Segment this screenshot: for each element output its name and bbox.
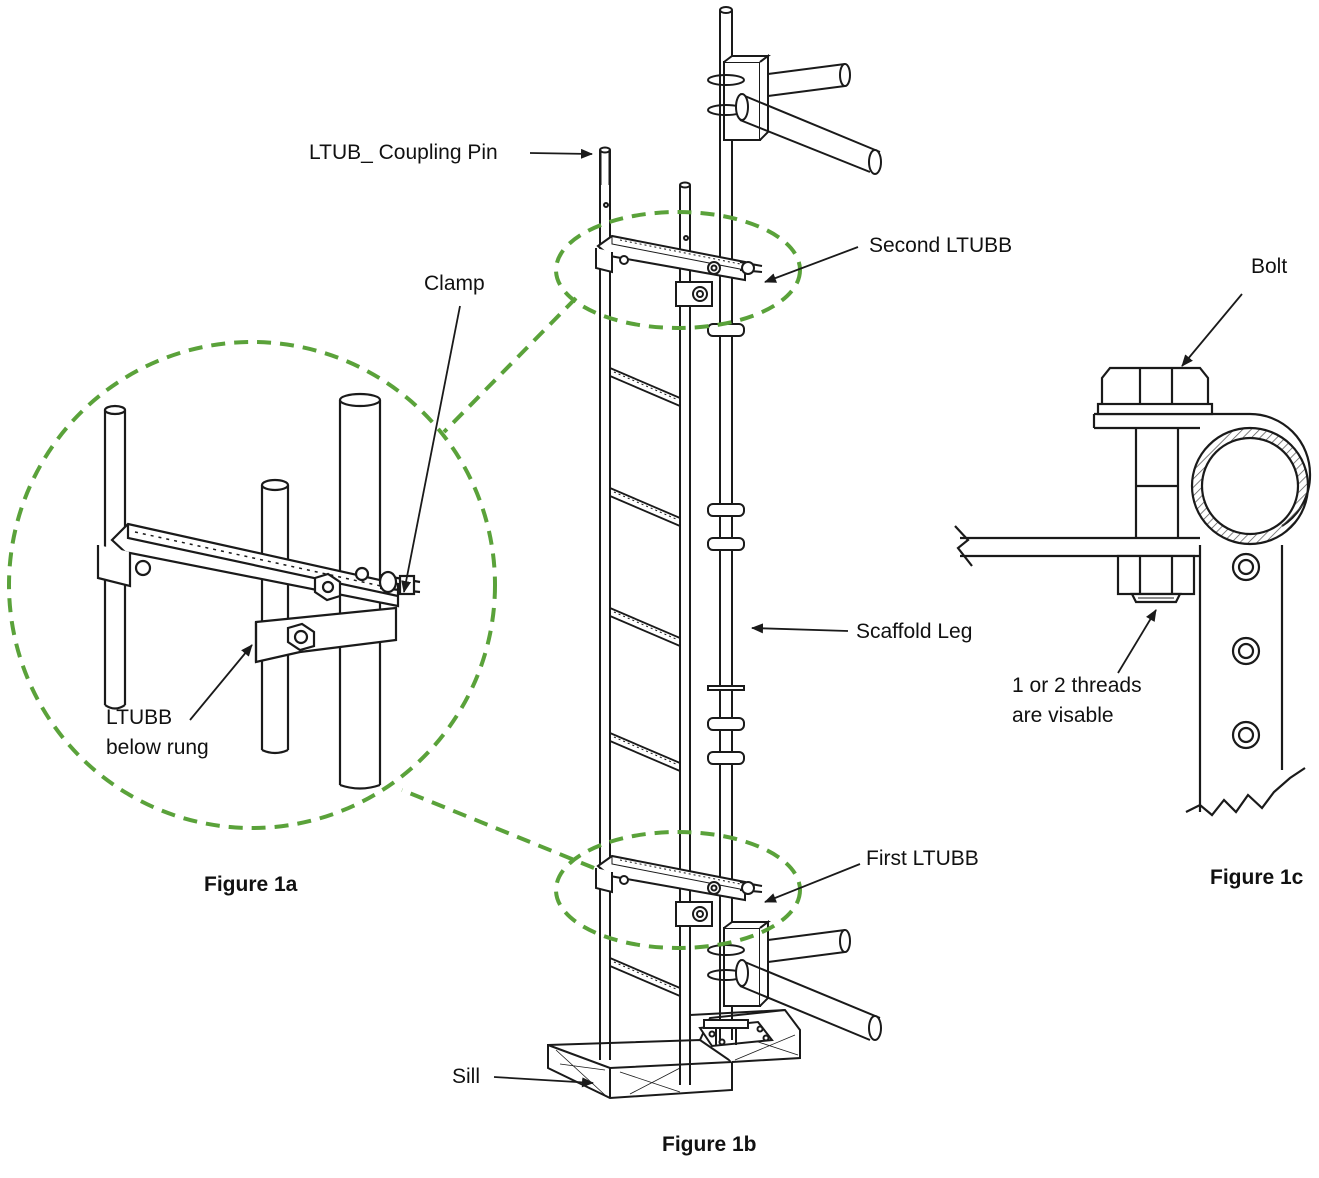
first-ltubb-bracket [595, 854, 763, 927]
caption-figure-1b: Figure 1b [662, 1133, 757, 1156]
figure-1c-section [954, 366, 1312, 817]
label-sill: Sill [452, 1065, 481, 1088]
first-ltubb-highlight [554, 830, 802, 950]
label-clamp: Clamp [424, 272, 485, 295]
ladder-rungs [609, 367, 681, 997]
caption-figure-1a: Figure 1a [204, 873, 298, 896]
caption-figure-1c: Figure 1c [1210, 866, 1304, 889]
figure-1a-detail [96, 392, 421, 790]
label-threads-2: are visable [1012, 704, 1114, 727]
ladder-right-rail [679, 181, 691, 1085]
label-scaffold-leg: Scaffold Leg [856, 620, 973, 643]
second-ltubb-bracket [595, 234, 763, 307]
label-ltubb-below-rung-1: LTUBB [106, 706, 173, 729]
ladder-left-rail [599, 146, 611, 1060]
leader-arrows [189, 148, 1243, 1088]
figure-1b-ladder [547, 6, 882, 1100]
label-threads-1: 1 or 2 threads [1012, 674, 1142, 697]
label-coupling-pin: LTUB_ Coupling Pin [309, 141, 498, 164]
label-bolt: Bolt [1251, 255, 1288, 278]
highlight-callouts [7, 210, 802, 950]
label-second-ltubb: Second LTUBB [869, 234, 1013, 257]
sill-plate [547, 1008, 801, 1100]
top-coupler [707, 54, 882, 175]
label-ltubb-below-rung-2: below rung [106, 736, 209, 759]
label-first-ltubb: First LTUBB [866, 847, 979, 870]
figure-1a-detail-circle [7, 340, 497, 830]
scaffold-leg [703, 6, 749, 1045]
second-ltubb-highlight [554, 210, 802, 330]
